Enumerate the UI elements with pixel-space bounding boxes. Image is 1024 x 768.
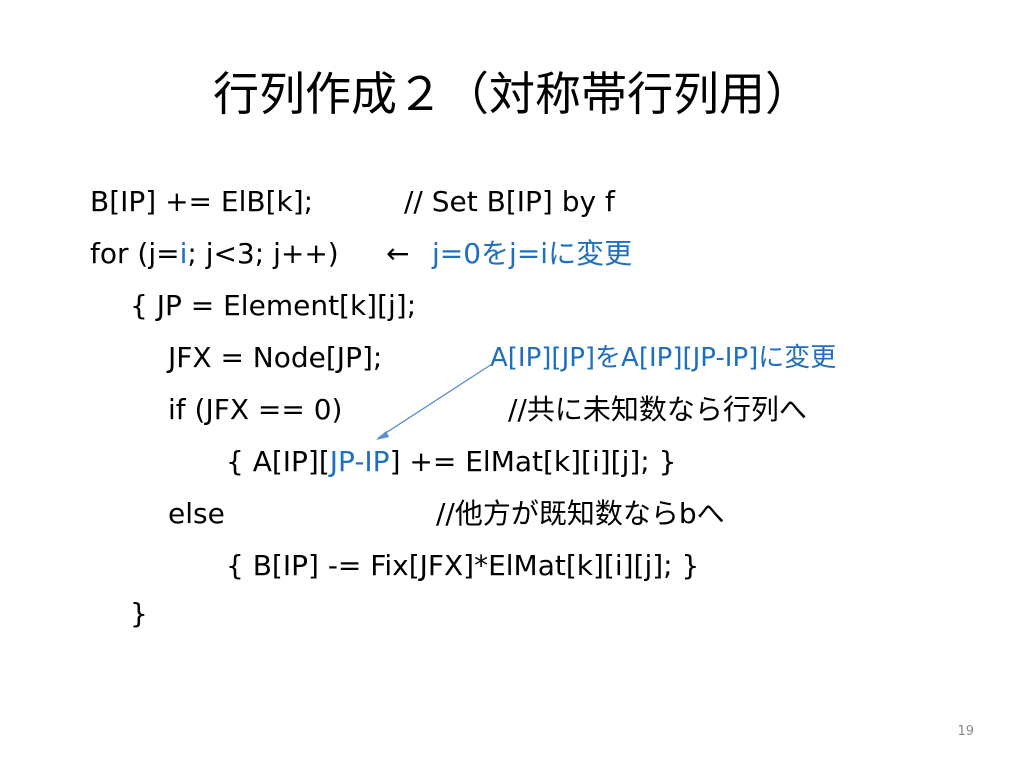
code-text: else xyxy=(168,497,225,530)
annotation-note-2: A[IP][JP]をA[IP][JP-IP]に変更 xyxy=(490,343,837,373)
code-text: { B[IP] -= Fix[JFX]*ElMat[k][i][j]; } xyxy=(226,549,700,582)
code-text: { A[IP][ xyxy=(226,445,330,478)
code-comment-1: // Set B[IP] by f xyxy=(404,184,615,220)
loop-start-variable: i xyxy=(179,237,188,270)
comment-text: //共に未知数なら行列へ xyxy=(508,393,807,426)
code-line-5: if (JFX == 0) xyxy=(168,392,342,428)
code-line-3: { JP = Element[k][j]; xyxy=(130,288,416,324)
code-line-9: } xyxy=(130,596,148,632)
code-line-4: JFX = Node[JP]; xyxy=(168,340,382,376)
code-text: ; j<3; j++) xyxy=(187,237,339,270)
code-text: B[IP] += ElB[k]; xyxy=(90,185,314,218)
highlighted-index: JP-IP xyxy=(329,445,390,478)
code-comment-7: //他方が既知数ならbへ xyxy=(436,496,725,532)
comment-text: // Set B[IP] by f xyxy=(404,185,615,218)
code-text: if (JFX == 0) xyxy=(168,393,343,426)
code-line-1: B[IP] += ElB[k]; xyxy=(90,184,313,220)
annotation-note-1: j=0をj=iに変更 xyxy=(432,237,633,270)
code-text: JFX = Node[JP]; xyxy=(168,341,383,374)
code-line-2: for (j=i; j<3; j++) xyxy=(90,236,339,272)
code-line-6: { A[IP][JP-IP] += ElMat[k][i][j]; } xyxy=(226,444,676,480)
page-number: 19 xyxy=(957,724,974,739)
code-text: } xyxy=(130,597,148,630)
code-text: { JP = Element[k][j]; xyxy=(130,289,417,322)
comment-text: //他方が既知数ならbへ xyxy=(436,497,725,530)
slide-title: 行列作成２（対称帯行列用） xyxy=(213,67,811,121)
code-line-7: else xyxy=(168,496,225,532)
code-comment-5: //共に未知数なら行列へ xyxy=(508,392,807,428)
code-line-8: { B[IP] -= Fix[JFX]*ElMat[k][i][j]; } xyxy=(226,548,699,584)
code-text: ] += ElMat[k][i][j]; } xyxy=(389,445,677,478)
code-text: for (j= xyxy=(90,237,180,270)
annotation-arrow-left-icon: ← xyxy=(386,237,410,270)
